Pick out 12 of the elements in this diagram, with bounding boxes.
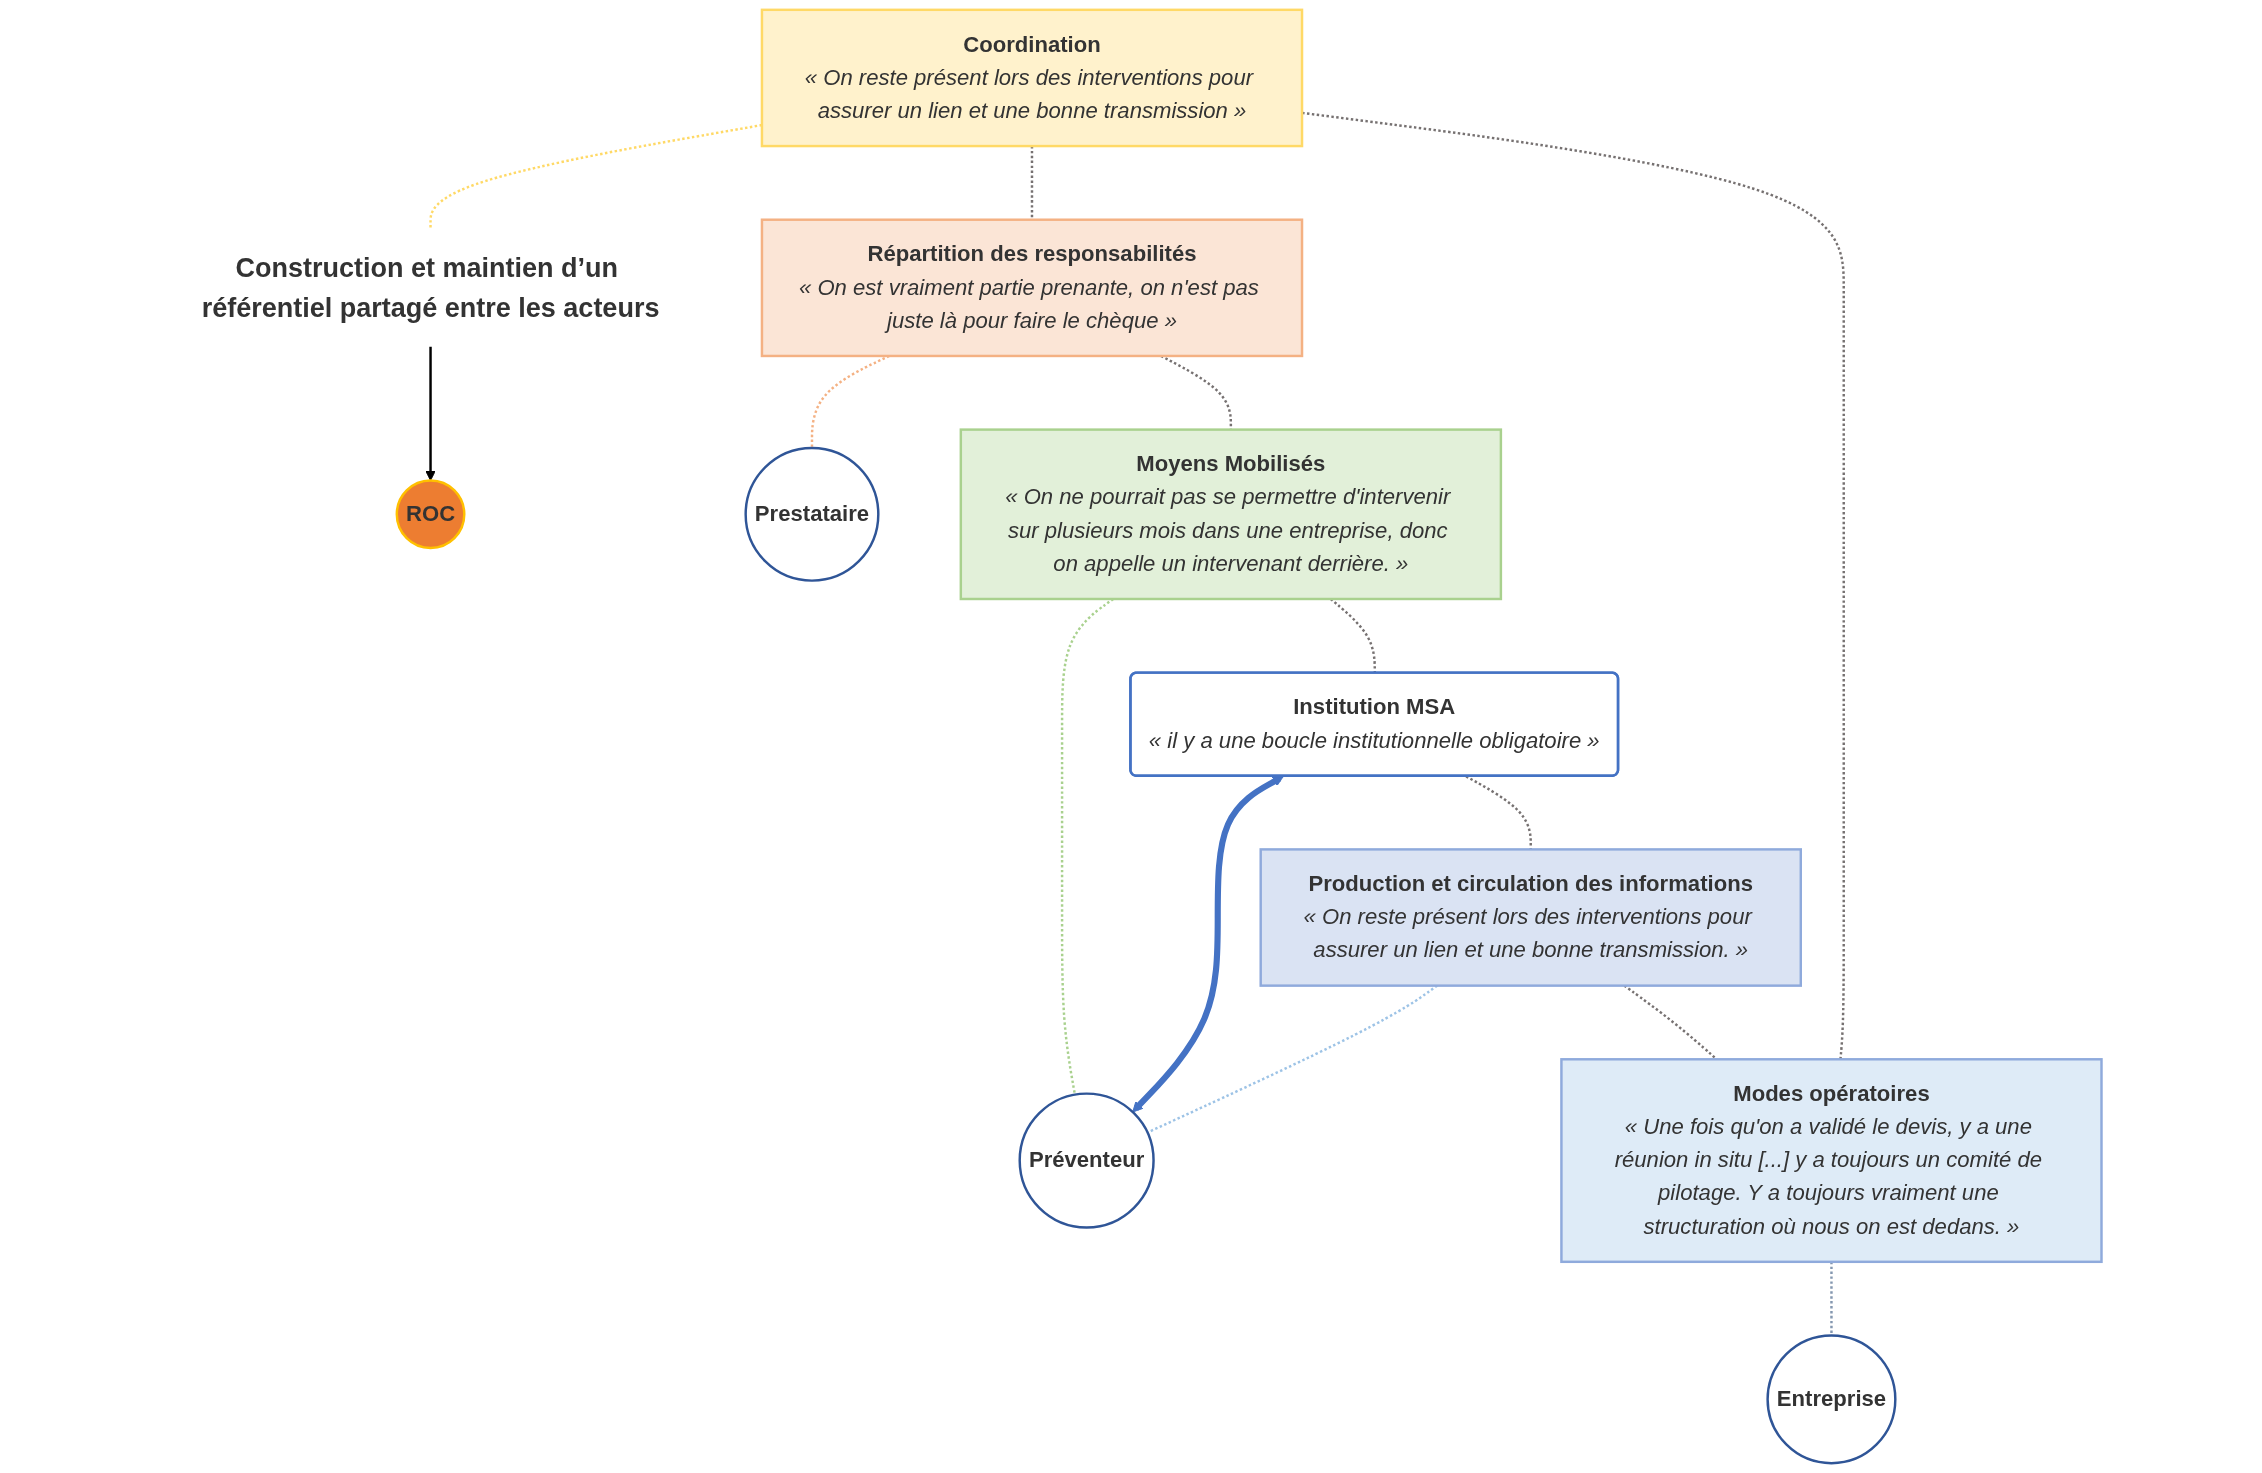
node-text: Construction et maintien d’un référentiel partagé entre les acteurs [201, 252, 660, 324]
node-box: Coordination « On reste présent lors des interventions pour assurer un lien et une bonne transmission » [760, 8, 1304, 148]
node-circle: Préventeur [1018, 1092, 1155, 1229]
node-box: Répartition des responsabilités « On est vraiment partie prenante, on n'est pas juste là pour faire le chèque » [760, 218, 1304, 358]
arrow [1132, 776, 1284, 1113]
connector [1830, 1261, 1833, 1336]
node-circle: Prestataire [744, 446, 880, 582]
node-circle: ROC [395, 479, 466, 550]
node-box: Moyens Mobilisés « On ne pourrait pas se permettre d'intervenir sur plusieurs mois dans une entreprise, donc on appelle un intervenant derrière. » [959, 428, 1503, 601]
node-circle: Entreprise [1766, 1334, 1897, 1465]
node-box: Modes opératoires « Une fois qu'on a validé le devis, y a une réunion in situ [...] y a toujours un comité de pilotage. Y a toujours vraiment une structuration où nous on est dedans. » [1560, 1058, 2103, 1264]
node-box: Production et circulation des informations « On reste présent lors des interventions pour assurer un lien et une bonne transmission. » [1259, 848, 1802, 987]
